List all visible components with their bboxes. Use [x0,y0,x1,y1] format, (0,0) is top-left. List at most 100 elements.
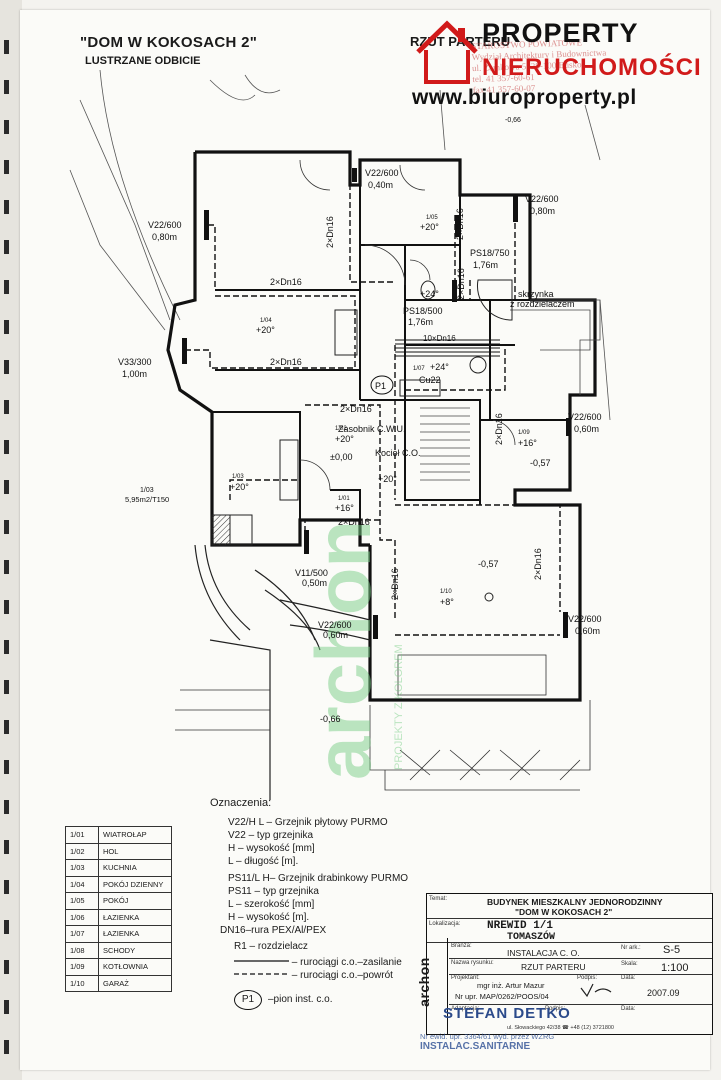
binder-holes [4,40,9,1054]
fireplace [334,309,358,356]
legend-supply-line: – rurociągi c.o.–zasilanie [234,956,408,969]
svg-text:2×Dn16: 2×Dn16 [456,268,466,300]
svg-text:1/03: 1/03 [140,487,154,494]
room-number: 1/02 [65,842,99,860]
logo-website: www.biuroproperty.pl [412,86,637,109]
kitchen-counter [211,514,231,546]
kitchen-sink [229,514,253,546]
interior-walls [212,185,570,520]
pion-p1-marker: P1 [370,375,394,395]
archon-watermark: archon PROJEKTY Z KOLOREM [299,520,405,780]
room-number: 1/09 [65,958,99,976]
svg-text:1/04: 1/04 [260,318,272,324]
svg-text:1/02: 1/02 [335,426,347,432]
pipe-bundle [395,339,500,357]
dashed-line-icon [234,973,289,975]
pion-marker-icon: P1 [234,990,262,1010]
house-logo-icon [416,20,478,84]
svg-text:-0,57: -0,57 [478,559,499,569]
room-number: 1/01 [65,826,99,844]
svg-text:+24°: +24° [420,289,439,299]
svg-text:1,76m: 1,76m [408,317,433,327]
room-number: 1/04 [65,875,99,893]
svg-text:P1: P1 [375,381,386,391]
garage-outline [175,654,591,791]
svg-text:V22/600: V22/600 [318,620,352,630]
title-block: Temat: BUDYNEK MIESZKALNY JEDNORODZINNY … [416,893,713,1035]
room-name: ŁAZIENKA [98,925,172,943]
property-logo: PROPERTY NIERUCHOMOŚCI www.biuroproperty… [412,16,706,112]
room-name: POKÓJ [98,892,172,910]
svg-text:+20°: +20° [256,325,275,335]
svg-text:0,60m: 0,60m [323,630,348,640]
designer-stamp: Nr ewid. upr. 3364/61 wyd. przez WZRG IN… [420,1032,555,1052]
svg-text:2×Dn16: 2×Dn16 [270,357,302,367]
svg-text:1/03: 1/03 [232,474,244,480]
svg-text:-0,57: -0,57 [530,458,551,468]
logo-line1: PROPERTY [482,18,639,48]
svg-text:+16°: +16° [518,438,537,448]
room-number: 1/06 [65,908,99,926]
boiler [469,356,487,374]
legend-return-line: – rurociągi c.o.–powrót [234,969,408,982]
room-name: KOTŁOWNIA [98,958,172,976]
signature [580,983,612,998]
svg-text:2×Dn16: 2×Dn16 [338,517,370,527]
room-name: HOL [98,842,172,860]
svg-text:1/09: 1/09 [518,430,530,436]
svg-text:PS18/500: PS18/500 [403,306,443,316]
svg-text:+20°: +20° [335,434,354,444]
symbols-legend: Oznaczenia: V22/H L – Grzejnik płytowy P… [210,797,408,1010]
room-number: 1/05 [65,892,99,910]
archon-logo: archon [416,938,448,1034]
designer-stamp-name: STEFAN DETKO [443,1005,571,1022]
svg-text:2×Dn16: 2×Dn16 [270,277,302,287]
legend-pion: P1–pion inst. c.o. [210,990,408,1010]
svg-text:+20°: +20° [230,482,249,492]
svg-text:+20°: +20° [420,222,439,232]
svg-text:2×Dn16: 2×Dn16 [325,216,335,248]
svg-text:0,40m: 0,40m [368,180,393,190]
svg-text:1/10: 1/10 [440,589,452,595]
svg-text:archon: archon [299,520,387,780]
basin [399,379,441,397]
svg-text:V22/600: V22/600 [365,168,399,178]
room-name: GARAŻ [98,974,172,992]
toilet [420,280,436,300]
room-number: 1/03 [65,859,99,877]
svg-text:+8°: +8° [440,597,454,607]
svg-text:V22/600: V22/600 [148,220,182,230]
svg-text:+24°: +24° [430,362,449,372]
terrace-right [510,299,601,395]
svg-text:2×Dn16: 2×Dn16 [455,208,465,240]
svg-text:skrzynka: skrzynka [518,289,554,299]
svg-text:10×Dn16: 10×Dn16 [423,334,456,343]
svg-text:2×Dn16: 2×Dn16 [533,548,543,580]
svg-text:5,95m2/T150: 5,95m2/T150 [125,495,169,504]
svg-text:V33/300: V33/300 [118,357,152,367]
svg-text:1/05: 1/05 [426,215,438,221]
svg-text:2×Dn16: 2×Dn16 [340,404,372,414]
solid-line-icon [234,960,289,962]
entrance-steps [194,544,371,800]
svg-text:1/01: 1/01 [338,496,350,502]
logo-line2: NIERUCHOMOŚCI [482,54,702,81]
svg-text:0,80m: 0,80m [152,232,177,242]
room-name: POKÓJ DZIENNY [98,875,172,893]
stairs [420,407,470,481]
svg-text:1,00m: 1,00m [122,369,147,379]
svg-text:0,50m: 0,50m [302,578,327,588]
svg-text:V11/500: V11/500 [295,568,328,578]
radiators [182,168,571,639]
